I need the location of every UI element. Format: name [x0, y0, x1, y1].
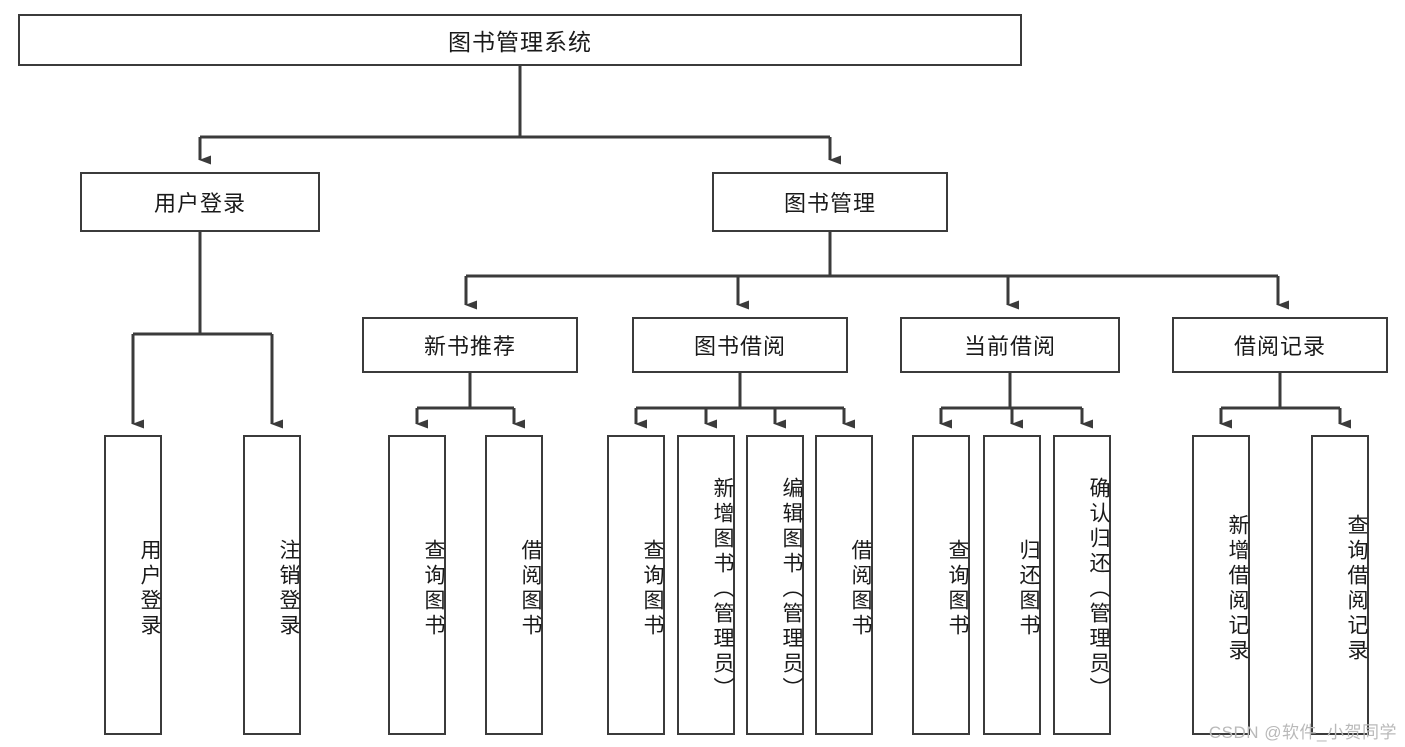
csdn-watermark: CSDN @软件_小贺同学: [1208, 723, 1397, 742]
leaf-query-book-borrow[interactable]: 查询图书: [607, 435, 665, 735]
leaf-logout[interactable]: 注销登录: [243, 435, 301, 735]
node-new-book-recommend[interactable]: 新书推荐: [362, 317, 578, 373]
leaf-add-borrow-record[interactable]: 新增借阅记录: [1192, 435, 1250, 735]
leaf-borrow-book-recommend[interactable]: 借阅图书: [485, 435, 543, 735]
leaf-borrow-book[interactable]: 借阅图书: [815, 435, 873, 735]
leaf-query-book-current[interactable]: 查询图书: [912, 435, 970, 735]
leaf-add-book-admin[interactable]: 新增图书（管理员）: [677, 435, 735, 735]
leaf-user-login[interactable]: 用户登录: [104, 435, 162, 735]
leaf-confirm-return-admin[interactable]: 确认归还（管理员）: [1053, 435, 1111, 735]
leaf-return-book[interactable]: 归还图书: [983, 435, 1041, 735]
leaf-query-book-recommend[interactable]: 查询图书: [388, 435, 446, 735]
leaf-edit-book-admin[interactable]: 编辑图书（管理员）: [746, 435, 804, 735]
node-current-borrow[interactable]: 当前借阅: [900, 317, 1120, 373]
node-book-borrow[interactable]: 图书借阅: [632, 317, 848, 373]
node-root-system[interactable]: 图书管理系统: [18, 14, 1022, 66]
leaf-query-borrow-record[interactable]: 查询借阅记录: [1311, 435, 1369, 735]
node-book-management[interactable]: 图书管理: [712, 172, 948, 232]
node-user-login[interactable]: 用户登录: [80, 172, 320, 232]
node-borrow-records[interactable]: 借阅记录: [1172, 317, 1388, 373]
